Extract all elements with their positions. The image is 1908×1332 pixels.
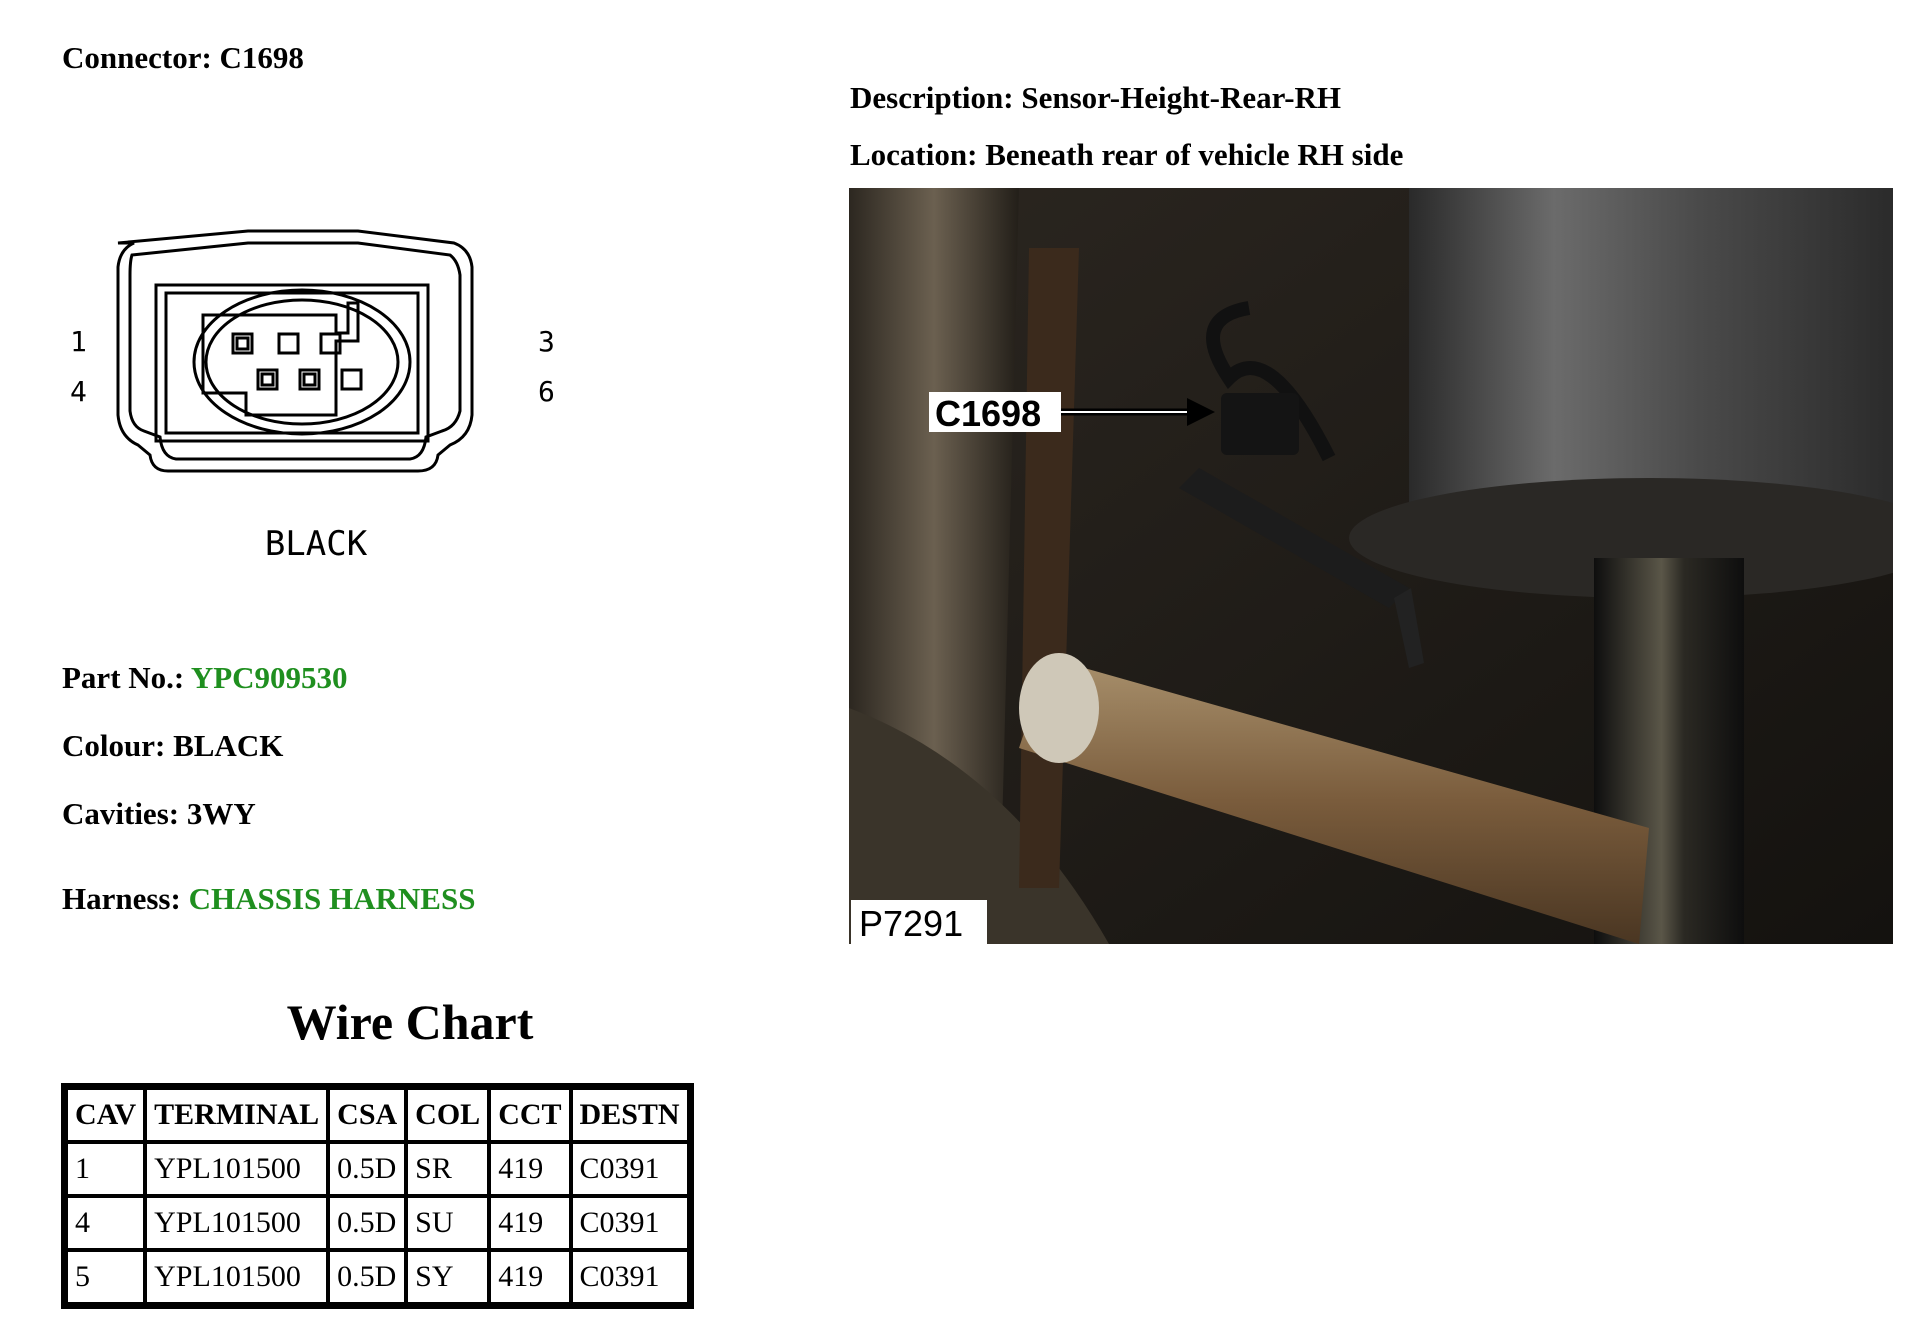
cavity-1-inner: [235, 336, 250, 351]
table-row: 1 YPL101500 0.5D SR 419 C0391: [66, 1142, 689, 1196]
description-value: Sensor-Height-Rear-RH: [1021, 80, 1342, 115]
photo-reference-box: [851, 900, 987, 944]
cell-terminal: YPL101500: [145, 1196, 329, 1250]
connector-label: Connector:: [62, 40, 212, 75]
cavities-label: Cavities:: [62, 796, 180, 831]
cavity-5-inner: [302, 372, 317, 387]
location-line: Location: Beneath rear of vehicle RH sid…: [850, 139, 1403, 170]
location-photo: C1698 P7291: [849, 188, 1893, 944]
pin-label-6: 6: [538, 375, 555, 408]
photo-callout: C1698: [929, 392, 1215, 434]
cavity-3: [319, 332, 342, 355]
colour-label: Colour:: [62, 728, 166, 763]
cell-csa: 0.5D: [328, 1196, 407, 1250]
photo-sensor-link: [1394, 588, 1424, 668]
location-label: Location:: [850, 137, 978, 172]
photo-reference-label: P7291: [859, 903, 963, 944]
cell-cav: 1: [66, 1142, 146, 1196]
photo-exhaust-pipe: [1019, 658, 1649, 944]
table-row: 5 YPL101500 0.5D SY 419 C0391: [66, 1250, 689, 1304]
part-number-link[interactable]: YPC909530: [190, 660, 348, 695]
connector-line: Connector: C1698: [62, 42, 304, 73]
connector-oval-inner: [204, 298, 400, 426]
photo-callout-label: C1698: [935, 393, 1041, 434]
part-number-line: Part No.: YPC909530: [62, 662, 348, 693]
cavities-value: 3WY: [186, 796, 256, 831]
cell-terminal: YPL101500: [145, 1250, 329, 1304]
cavity-4-outer: [256, 368, 279, 391]
cell-csa: 0.5D: [328, 1250, 407, 1304]
cavity-5-outer: [298, 368, 321, 391]
connector-shroud-outer: [154, 283, 430, 443]
header-csa: CSA: [328, 1088, 407, 1142]
cell-col: SY: [406, 1250, 490, 1304]
wire-chart-header-row: CAV TERMINAL CSA COL CCT DESTN: [66, 1088, 689, 1142]
cavity-2: [277, 332, 300, 355]
location-value: Beneath rear of vehicle RH side: [985, 137, 1404, 172]
pin-label-4: 4: [70, 375, 87, 408]
cell-cav: 4: [66, 1196, 146, 1250]
header-cct: CCT: [489, 1088, 571, 1142]
harness-link[interactable]: CHASSIS HARNESS: [188, 881, 476, 916]
photo-pipe-end: [1019, 653, 1099, 763]
connector-oval: [192, 288, 412, 436]
description-line: Description: Sensor-Height-Rear-RH: [850, 82, 1341, 113]
photo-air-spring: [1409, 188, 1893, 518]
pin-label-3: 3: [538, 325, 555, 358]
connector-diagram: 1 4 3 6 BLACK: [70, 229, 555, 564]
header-cav: CAV: [66, 1088, 146, 1142]
wire-chart-table: CAV TERMINAL CSA COL CCT DESTN 1 YPL1015…: [61, 1083, 694, 1309]
cell-terminal: YPL101500: [145, 1142, 329, 1196]
header-terminal: TERMINAL: [145, 1088, 329, 1142]
header-destn: DESTN: [570, 1088, 689, 1142]
cell-destn: C0391: [570, 1196, 689, 1250]
photo-sensor-arm: [1179, 468, 1409, 608]
cavity-1-outer: [231, 332, 254, 355]
diagram-colour-caption: BLACK: [265, 524, 368, 564]
cavities-line: Cavities: 3WY: [62, 798, 256, 829]
connector-inner-outline: [128, 241, 462, 461]
cavity-4-inner: [260, 372, 275, 387]
cavity-6: [340, 368, 363, 391]
harness-line: Harness: CHASSIS HARNESS: [62, 883, 475, 914]
cell-cct: 419: [489, 1142, 571, 1196]
colour-line: Colour: BLACK: [62, 730, 283, 761]
cell-csa: 0.5D: [328, 1142, 407, 1196]
pin-label-1: 1: [70, 325, 87, 358]
cell-col: SU: [406, 1196, 490, 1250]
photo-sensor-body: [1221, 393, 1299, 455]
cell-destn: C0391: [570, 1250, 689, 1304]
cell-cav: 5: [66, 1250, 146, 1304]
colour-value: BLACK: [173, 728, 284, 763]
cell-cct: 419: [489, 1196, 571, 1250]
description-label: Description:: [850, 80, 1014, 115]
connector-value: C1698: [219, 40, 304, 75]
part-number-label: Part No.:: [62, 660, 185, 695]
connector-outer-outline: [116, 229, 474, 473]
harness-label: Harness:: [62, 881, 181, 916]
cell-cct: 419: [489, 1250, 571, 1304]
cell-destn: C0391: [570, 1142, 689, 1196]
photo-air-spring-base: [1349, 478, 1893, 598]
cell-col: SR: [406, 1142, 490, 1196]
header-col: COL: [406, 1088, 490, 1142]
wire-chart-title: Wire Chart: [286, 994, 534, 1050]
table-row: 4 YPL101500 0.5D SU 419 C0391: [66, 1196, 689, 1250]
